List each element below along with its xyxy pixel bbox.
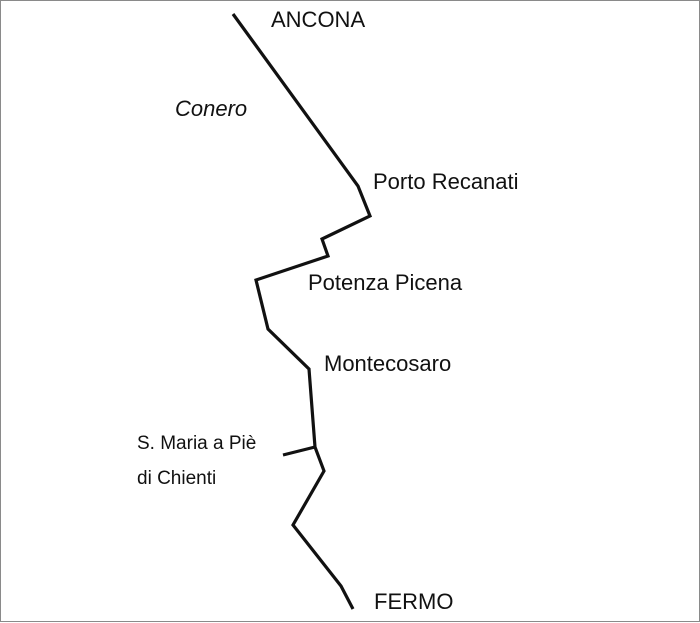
place-label-potenza-picena: Potenza Picena — [308, 270, 463, 295]
place-label-ancona: ANCONA — [271, 7, 366, 32]
place-label-conero: Conero — [175, 96, 248, 121]
route-line — [231, 13, 373, 610]
place-label-santa-maria-line1: S. Maria a Piè — [137, 433, 257, 454]
place-label-fermo: FERMO — [374, 589, 454, 614]
place-label-montecosaro: Montecosaro — [324, 351, 452, 376]
place-label-santa-maria-line2: di Chienti — [137, 468, 217, 489]
place-label-porto-recanati: Porto Recanati — [373, 169, 519, 194]
route-spur-santa-maria — [282, 445, 316, 457]
